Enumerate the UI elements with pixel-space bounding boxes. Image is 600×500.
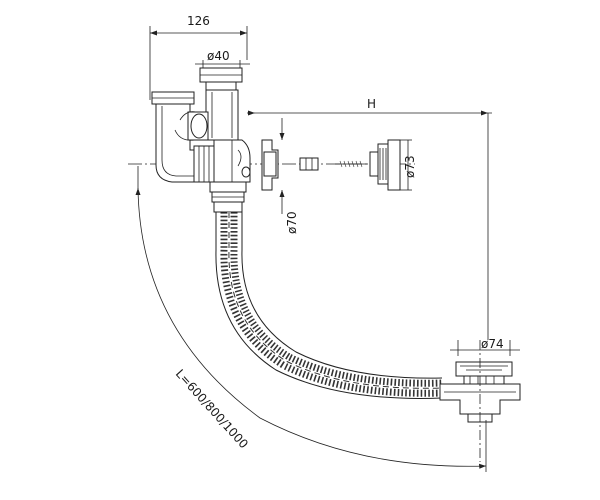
overflow-parts: ø70 ø73 (261, 118, 417, 234)
dimension-dia-40: ø40 (195, 49, 250, 72)
flexible-hose (215, 212, 443, 399)
dim-length-label: L=600/800/1000 (173, 367, 251, 452)
dim-dia-74-label: ø74 (481, 337, 504, 351)
dim-dia-40-label: ø40 (207, 49, 230, 63)
dim-H-label: H (367, 97, 376, 111)
dim-dia-73-label: ø73 (403, 155, 417, 178)
dimension-H: H (247, 97, 492, 340)
trap-assembly (151, 67, 251, 213)
waste-outlet: ø74 (439, 337, 521, 462)
dim-126-label: 126 (187, 14, 210, 28)
dimension-length: L=600/800/1000 (135, 166, 487, 472)
dimension-126: 126 (149, 14, 248, 100)
dim-dia-70-label: ø70 (285, 211, 299, 234)
